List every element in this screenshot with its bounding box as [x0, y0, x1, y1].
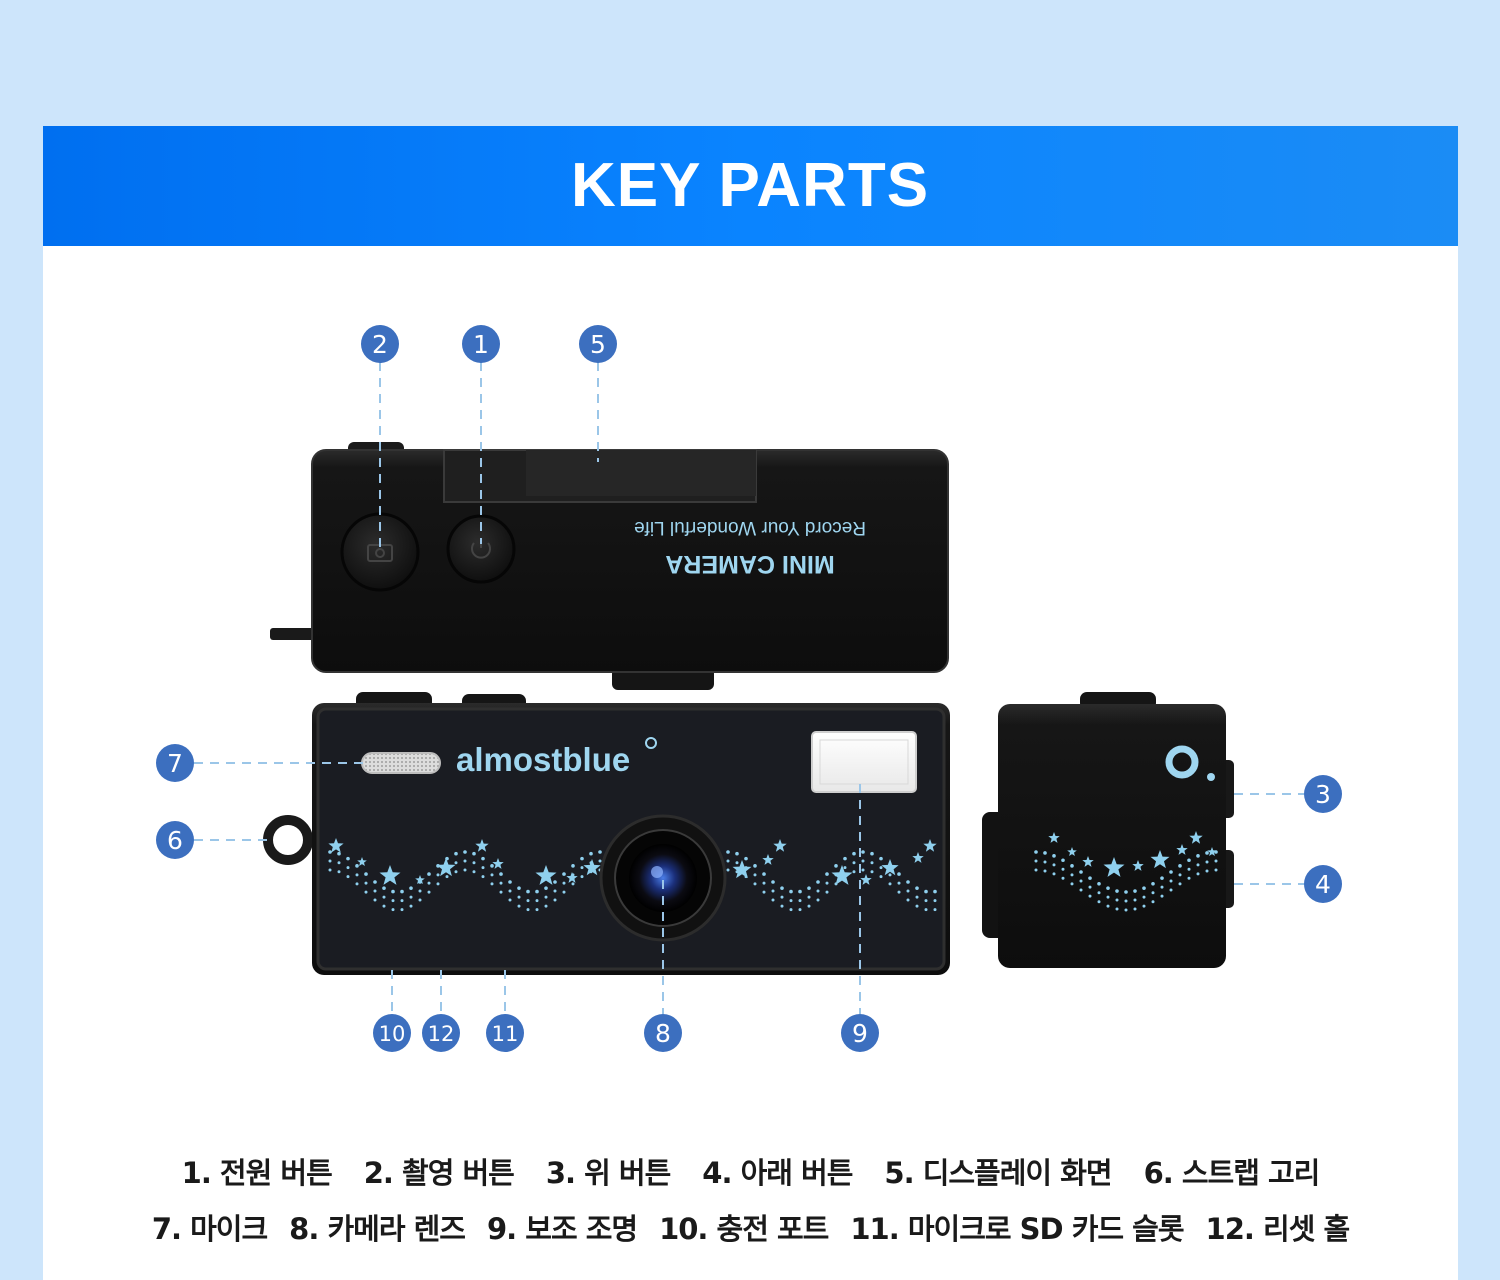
callout-marker-8: 8: [644, 1014, 682, 1052]
callout-marker-7: 7: [156, 744, 194, 782]
svg-text:10: 10: [379, 1022, 406, 1046]
callout-marker-6: 6: [156, 821, 194, 859]
legend-item-9: 9. 보조 조명: [486, 1212, 638, 1246]
callout-marker-4: 4: [1304, 865, 1342, 903]
top-model-label: MINI CAMERA: [665, 550, 834, 578]
svg-text:6: 6: [167, 826, 183, 855]
title-banner: [43, 126, 1458, 246]
legend-item-3: 3. 위 버튼: [545, 1156, 671, 1190]
legend-item-2: 2. 촬영 버튼: [363, 1156, 515, 1190]
svg-text:12: 12: [428, 1022, 455, 1046]
top-slogan-label: Record Your Wonderful Life: [634, 517, 866, 538]
legend-item-7: 7. 마이크: [151, 1212, 268, 1246]
svg-text:4: 4: [1315, 870, 1331, 899]
svg-text:8: 8: [655, 1019, 671, 1048]
svg-text:7: 7: [167, 749, 183, 778]
legend-item-6: 6. 스트랩 고리: [1143, 1156, 1321, 1190]
camera-side-view: [982, 692, 1234, 968]
side-star-pattern: [1034, 831, 1218, 912]
svg-text:9: 9: [852, 1019, 868, 1048]
camera-top-view: MINI CAMERA Record Your Wonderful Life: [270, 442, 949, 690]
microphone-grill: [361, 752, 441, 774]
star-pattern: [328, 838, 937, 912]
strap-loop: [263, 815, 313, 865]
legend-row-2: 7. 마이크 8. 카메라 렌즈 9. 보조 조명 10. 충전 포트 11. 마이크로…: [43, 1206, 1458, 1248]
legend-item-11: 11. 마이크로 SD 카드 슬롯: [850, 1212, 1184, 1246]
auxiliary-light: [811, 731, 917, 793]
legend-item-1: 1. 전원 버튼: [181, 1156, 333, 1190]
legend-item-8: 8. 카메라 렌즈: [289, 1212, 466, 1246]
svg-text:1: 1: [473, 330, 489, 359]
legend-item-12: 12. 리셋 홀: [1205, 1212, 1351, 1246]
legend-item-10: 10. 충전 포트: [659, 1212, 829, 1246]
callout-marker-1: 1: [462, 325, 500, 363]
svg-text:11: 11: [492, 1022, 519, 1046]
camera-front-view: almostblue: [263, 692, 950, 975]
brand-mark: [1165, 745, 1199, 779]
svg-text:5: 5: [590, 330, 606, 359]
callout-marker-12: 12: [422, 1014, 460, 1052]
legend-item-5: 5. 디스플레이 화면: [884, 1156, 1112, 1190]
callout-marker-2: 2: [361, 325, 399, 363]
leader-lines: [194, 362, 1304, 1014]
power-button-top: [446, 514, 516, 584]
brand-logo: almostblue: [456, 741, 630, 778]
page-title: KEY PARTS: [570, 151, 930, 220]
callout-marker-10: 10: [373, 1014, 411, 1052]
legend-item-4: 4. 아래 버튼: [702, 1156, 853, 1190]
callout-marker-9: 9: [841, 1014, 879, 1052]
svg-text:2: 2: [372, 330, 388, 359]
legend-row-1: 1. 전원 버튼 2. 촬영 버튼 3. 위 버튼 4. 아래 버튼 5. 디스플레이 …: [43, 1150, 1458, 1192]
callout-marker-3: 3: [1304, 775, 1342, 813]
callout-marker-11: 11: [486, 1014, 524, 1052]
svg-text:3: 3: [1315, 780, 1331, 809]
callout-marker-5: 5: [579, 325, 617, 363]
